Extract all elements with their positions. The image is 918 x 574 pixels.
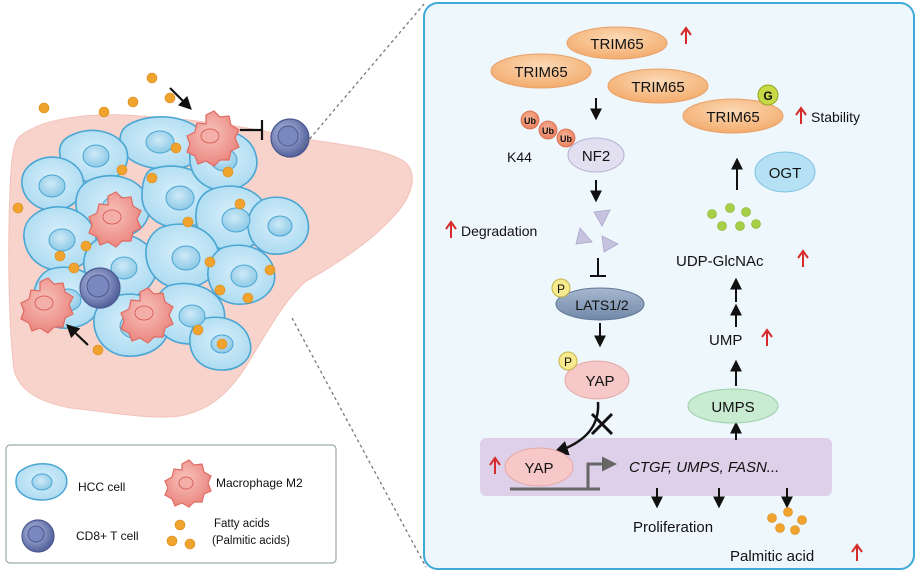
umps-node — [687, 388, 779, 424]
legend-hcc-cell-label: HCC cell — [78, 480, 125, 494]
degraded-nf2-fragments — [575, 209, 619, 253]
glycosylation-mark — [757, 84, 779, 106]
block-x-icon — [590, 412, 614, 436]
yap-nucleus-node — [504, 447, 574, 487]
yap-nucleus-label: YAP — [525, 460, 554, 477]
pathway-panel: TRIM65 TRIM65 TRIM65 TRIM65 G Stability … — [423, 2, 915, 570]
legend-fatty-acid-icon — [166, 519, 196, 550]
trim65-up-arrow-icon — [680, 26, 692, 44]
lats-phospho-label: P — [557, 282, 565, 296]
zoom-line-bottom — [291, 317, 427, 568]
ubiquitin-chain — [520, 110, 576, 148]
ogt-label: OGT — [769, 165, 802, 182]
palmitic-acid-label: Palmitic acid — [730, 548, 814, 565]
lats-phospho-mark — [551, 278, 571, 298]
blocked-translocation-arrow — [553, 401, 600, 456]
glycosylation-label: G — [763, 89, 772, 103]
yap-label: YAP — [586, 373, 615, 390]
liver-illustration — [8, 72, 413, 418]
macrophage-nuclei — [34, 128, 220, 321]
k44-label: K44 — [507, 149, 532, 165]
trim65-label-1: TRIM65 — [590, 36, 643, 53]
palmitic-up-arrow-icon — [851, 543, 863, 561]
udp-glcnac-up-arrow-icon — [797, 249, 809, 267]
proliferation-label: Proliferation — [633, 519, 713, 536]
legend-palmitic-acids-label: (Palmitic acids) — [212, 535, 290, 547]
trim65-cluster — [490, 26, 784, 134]
legend-cd8-label: CD8+ T cell — [76, 529, 139, 543]
yap-phospho-label: P — [564, 355, 572, 369]
legend-macrophage-label: Macrophage M2 — [216, 476, 303, 490]
promoter-arrow — [586, 456, 617, 489]
udp-glcnac-label: UDP-GlcNAc — [676, 253, 764, 270]
palmitic-acid-dots — [767, 507, 807, 535]
trim65-label-4: TRIM65 — [706, 109, 759, 126]
inhibition-to-lats — [590, 258, 606, 277]
target-genes-label: CTGF, UMPS, FASN... — [629, 459, 779, 476]
arrow-fa-to-macrophage-top — [169, 87, 192, 110]
cd8-t-cells — [79, 118, 310, 309]
ub-label-3: Ub — [560, 134, 572, 144]
zoom-line-top — [301, 3, 425, 149]
inhibition-symbol — [240, 120, 264, 140]
arrow-fa-to-macrophage-bottom — [66, 324, 89, 346]
trim65-label-2: TRIM65 — [514, 64, 567, 81]
stability-label: Stability — [811, 109, 860, 125]
fatty-acid-dots — [12, 72, 276, 356]
ub-label-1: Ub — [524, 116, 536, 126]
ump-up-arrow-icon — [761, 328, 773, 346]
lats-label: LATS1/2 — [575, 297, 629, 313]
ub-label-2: Ub — [542, 126, 554, 136]
degradation-up-arrow-icon — [445, 220, 457, 238]
umps-label: UMPS — [711, 399, 754, 416]
ump-label: UMP — [709, 332, 742, 349]
yap-phospho-mark — [558, 351, 578, 371]
degradation-label: Degradation — [461, 223, 537, 239]
yap-node — [564, 360, 630, 400]
lats-node — [555, 287, 645, 321]
stability-up-arrow-icon — [795, 106, 807, 124]
legend-fatty-acids-label: Fatty acids — [214, 518, 270, 530]
yap-nucleus-up-arrow-icon — [489, 456, 501, 474]
glcnac-dots — [707, 203, 761, 231]
legend: HCC cell Macrophage M2 CD8+ T cell Fatty… — [5, 444, 337, 564]
nf2-label: NF2 — [582, 148, 610, 165]
nf2-node — [567, 137, 625, 173]
trim65-label-3: TRIM65 — [631, 79, 684, 96]
ogt-node — [754, 151, 816, 193]
